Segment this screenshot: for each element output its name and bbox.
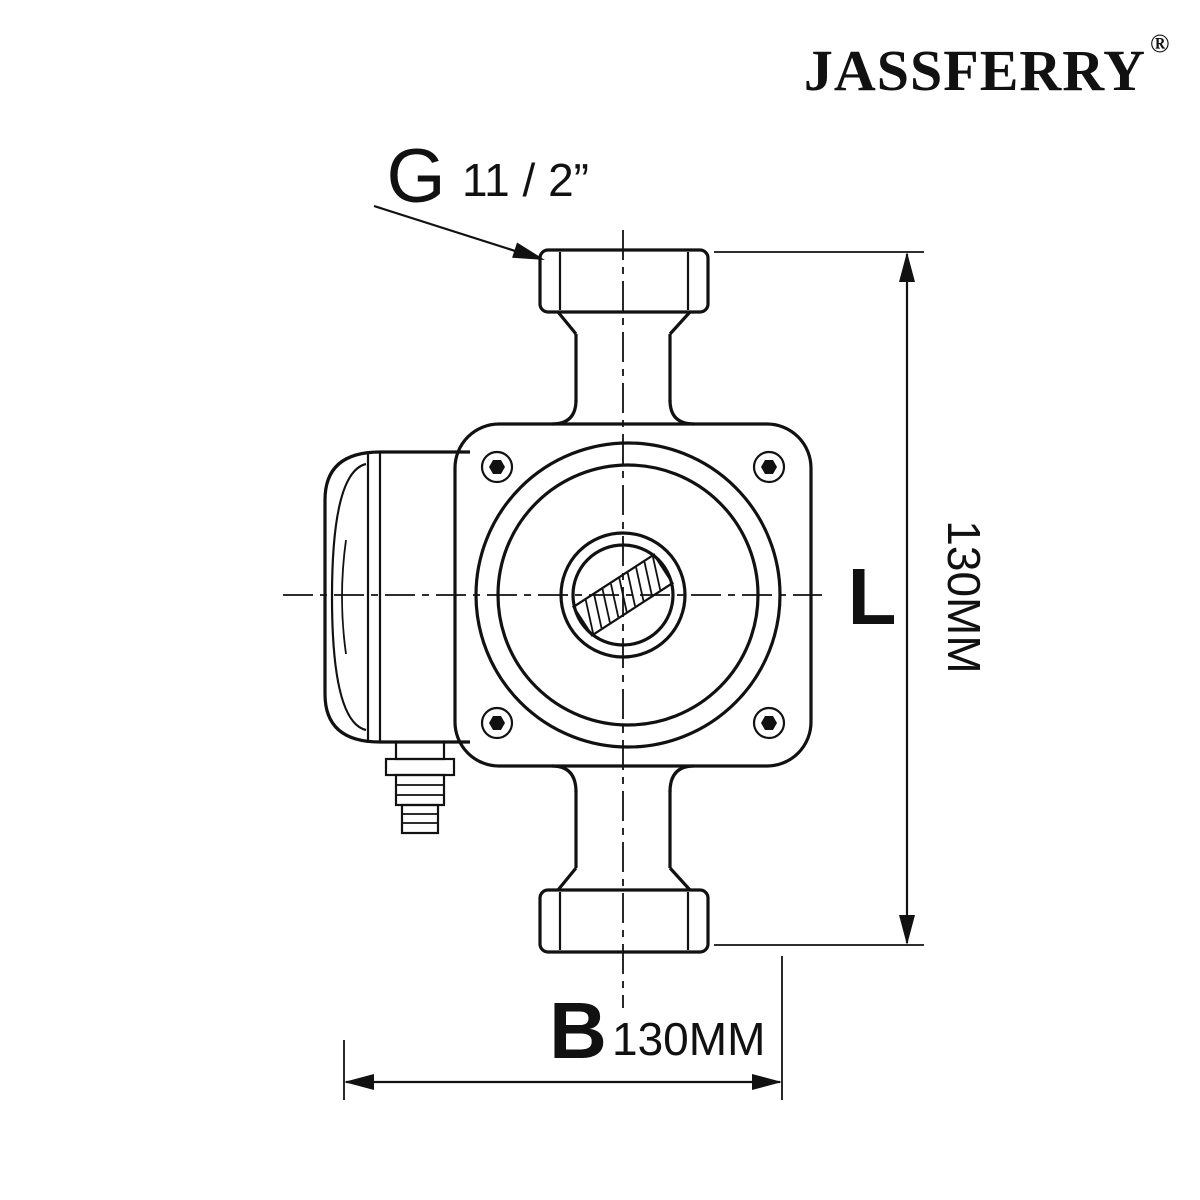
gland-neck <box>394 740 446 761</box>
shaft-hub-outer <box>559 531 687 659</box>
pump-housing <box>453 422 813 768</box>
dimension-height: L 130MM <box>714 251 990 946</box>
top-pipe-fillet-left <box>551 399 578 426</box>
top-union-nut <box>538 248 710 314</box>
gland-collar <box>384 757 456 777</box>
bottom-pipe-shoulder-left <box>556 866 578 892</box>
gland-nut <box>400 803 440 835</box>
shaft-screw-slot <box>571 553 675 637</box>
bottom-pipe-shoulder-right <box>668 866 692 892</box>
shaft-hub-inner <box>571 543 675 647</box>
top-pipe-shoulder-left <box>556 310 578 336</box>
bolt-top-left <box>480 450 514 484</box>
volute-inner-circle <box>496 463 760 727</box>
height-arrow-up-icon <box>899 252 915 282</box>
brand-logo: JASSFERRY ® <box>804 29 1170 103</box>
gland-body <box>394 773 446 807</box>
top-pipe-fillet-right <box>668 399 695 426</box>
bolt-socket-icon <box>489 460 505 474</box>
width-dim-value: 130MM <box>612 1013 765 1065</box>
bolt-bottom-left <box>480 706 514 740</box>
thread-callout: G 11 / 2” <box>373 134 589 260</box>
terminal-box-cap-inner-curve <box>330 462 367 732</box>
slot-hatching <box>584 556 662 634</box>
width-arrow-right-icon <box>752 1074 782 1090</box>
width-arrow-left-icon <box>344 1074 374 1090</box>
brand-name: JASSFERRY <box>804 38 1146 103</box>
registered-trademark-icon: ® <box>1150 29 1169 58</box>
cable-gland <box>384 740 456 835</box>
bolt-socket-icon <box>761 460 777 474</box>
centerlines <box>283 230 822 1008</box>
terminal-box-outline <box>323 450 470 744</box>
bottom-union-nut <box>538 888 710 954</box>
bolt-socket-icon <box>761 716 777 730</box>
height-arrow-down-icon <box>899 915 915 945</box>
bottom-port <box>538 764 710 954</box>
thread-leader-arrowhead-icon <box>512 242 545 260</box>
bolt-bottom-right <box>752 706 786 740</box>
bottom-pipe-fillet-left <box>551 764 578 793</box>
housing-body <box>453 422 813 768</box>
bottom-pipe-fillet-right <box>668 764 695 793</box>
volute-outer-circle <box>474 441 782 749</box>
terminal-box-seam-arc <box>341 539 347 655</box>
top-port <box>538 248 710 426</box>
terminal-box <box>323 450 470 744</box>
dimension-width: B 130MM <box>343 956 783 1100</box>
thread-leader-line <box>373 204 535 259</box>
width-dim-label: B <box>549 986 607 1075</box>
height-dim-value: 130MM <box>938 520 990 673</box>
bolt-top-right <box>752 450 786 484</box>
thread-size: 11 / 2” <box>462 154 589 206</box>
thread-label: G <box>386 134 445 219</box>
bolt-socket-icon <box>489 716 505 730</box>
top-pipe-shoulder-right <box>668 310 692 336</box>
height-dim-label: L <box>848 552 897 641</box>
